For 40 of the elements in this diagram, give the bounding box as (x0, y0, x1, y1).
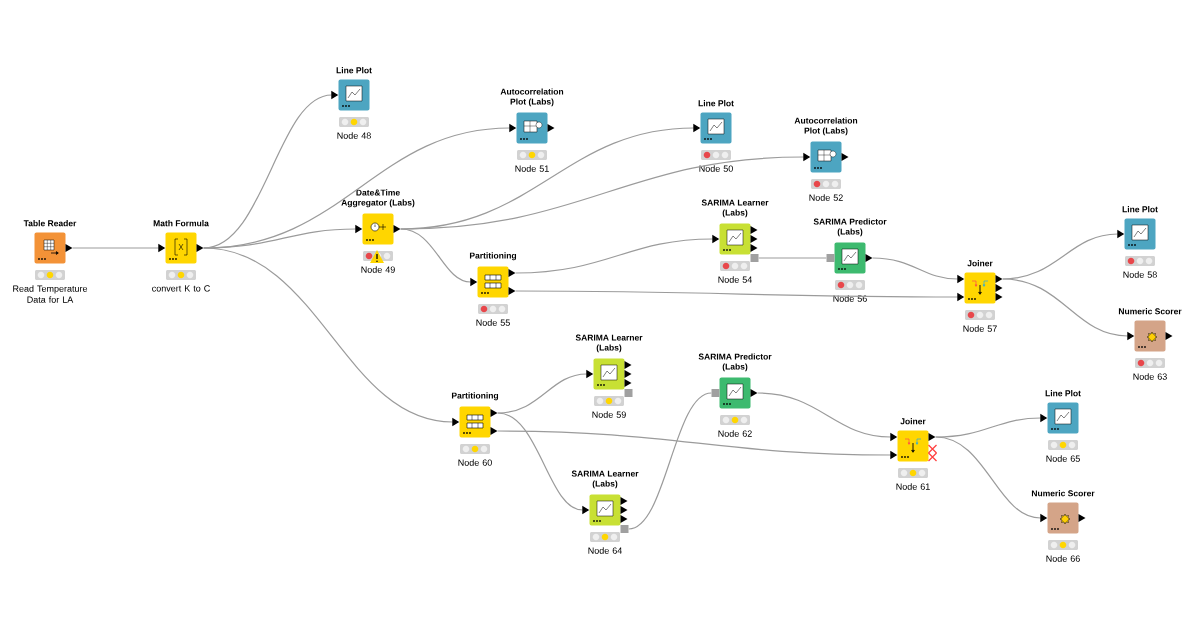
node-caption: Node 61 (896, 483, 930, 490)
node-caption: Node 56 (833, 295, 867, 302)
node-title: SARIMA Learner (Labs) (571, 470, 639, 489)
node-caption: Node 59 (592, 411, 626, 418)
node-caption: Node 54 (718, 276, 752, 283)
node-title: Line Plot (336, 67, 372, 74)
node-title: Numeric Scorer (1118, 308, 1182, 315)
node-title: Joiner (967, 260, 993, 267)
node-title: Line Plot (1045, 390, 1081, 397)
node-caption: Node 60 (458, 459, 492, 466)
node-caption: Node 48 (337, 132, 371, 139)
node-title: Partitioning (451, 392, 499, 401)
node-title: Date&Time Aggregator (Labs) (341, 189, 415, 208)
node-caption: convert K to C (152, 285, 210, 292)
node-caption: Node 64 (588, 547, 622, 554)
node-caption: Node 52 (809, 194, 843, 201)
node-title: Table Reader (23, 220, 77, 227)
node-caption: Node 62 (718, 430, 752, 437)
node-title: SARIMA Predictor (Labs) (698, 353, 772, 372)
node-title: Autocorrelation Plot (Labs) (794, 117, 858, 136)
node-caption: Read Temperature Data for LA (13, 285, 88, 303)
node-title: Numeric Scorer (1031, 490, 1095, 497)
node-title: Autocorrelation Plot (Labs) (500, 88, 564, 107)
node-caption: Node 51 (515, 165, 549, 172)
node-title: Partitioning (469, 252, 517, 261)
node-caption: Node 57 (963, 325, 997, 332)
node-title: Joiner (900, 418, 926, 425)
node-title: Line Plot (1122, 206, 1158, 213)
node-title: SARIMA Learner (Labs) (701, 199, 769, 218)
node-title: SARIMA Predictor (Labs) (813, 218, 887, 237)
node-caption: Node 66 (1046, 555, 1080, 562)
node-title: Line Plot (698, 100, 734, 107)
node-caption: Node 49 (361, 266, 395, 273)
node-title: Math Formula (153, 220, 209, 227)
node-caption: Node 65 (1046, 455, 1080, 462)
node-caption: Node 63 (1133, 373, 1167, 380)
node-title: SARIMA Learner (Labs) (575, 334, 643, 353)
node-caption: Node 55 (476, 319, 510, 326)
node-caption: Node 58 (1123, 271, 1157, 278)
node-caption: Node 50 (699, 165, 733, 172)
